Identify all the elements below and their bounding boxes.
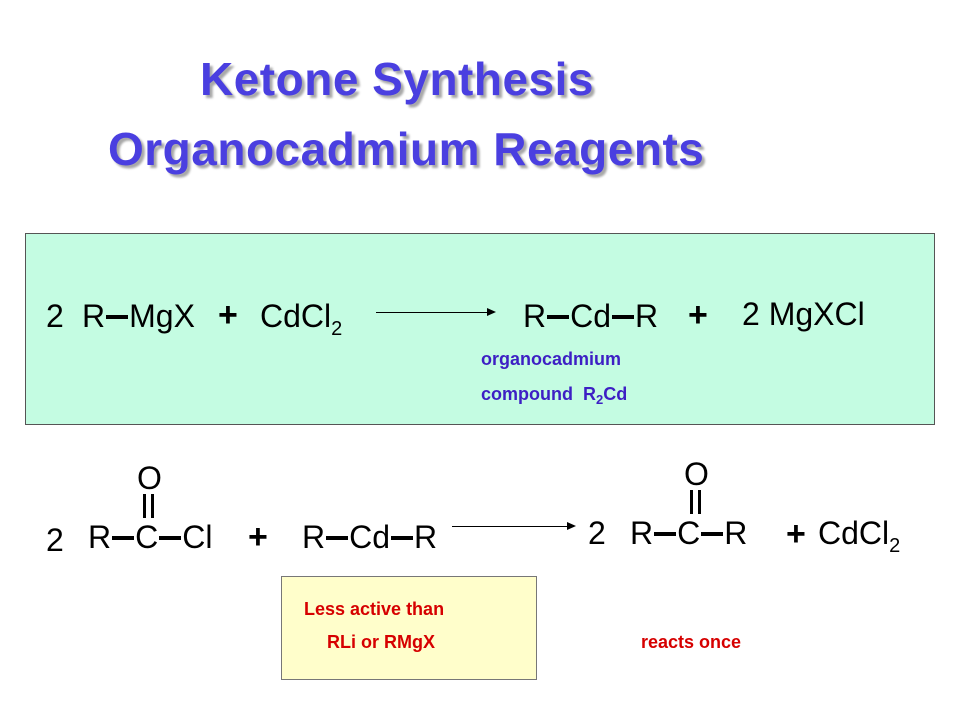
r2-ketone-double-bond-left (690, 490, 693, 514)
single-bond (106, 314, 129, 319)
r1-note-subscript: 2 (596, 392, 604, 407)
single-bond (391, 535, 414, 540)
r2-ketone-double-bond-right (698, 490, 701, 514)
single-bond (612, 314, 635, 319)
r2-ketone-oxygen: O (684, 456, 709, 492)
r2-product-coefficient: 2 (588, 515, 606, 551)
single-bond (326, 535, 349, 540)
r2-byproduct-subscript: 2 (889, 535, 901, 557)
reacts-once-label: reacts once (641, 632, 742, 652)
r2-reaction-arrow (452, 522, 576, 530)
reactivity-note-line-1: Less active than (304, 599, 445, 619)
r2-organocadmium-reagent: R Cd R (302, 521, 437, 553)
title-line-1: Ketone Synthesis (200, 53, 594, 105)
r1-coefficient: 2 (46, 298, 64, 334)
r2-byproduct-cl: Cl (858, 515, 890, 551)
r2-byproduct-cd: Cd (818, 515, 859, 551)
r1-reaction-arrow (376, 308, 496, 316)
reaction-1-box (25, 233, 935, 425)
r1-cdcl-text: CdCl (260, 298, 332, 334)
r1-product-r2cd: R Cd R (523, 300, 658, 332)
r1-note-suffix: Cd (603, 384, 628, 404)
r2-ketone-r2: R (724, 515, 748, 551)
single-bond (112, 535, 135, 540)
r1-note-prefix: compound R (481, 384, 596, 404)
r2-acyl-double-bond-left (143, 494, 146, 518)
r1-product-r1: R (523, 298, 547, 334)
single-bond (654, 531, 677, 536)
r1-grignard-r: R (82, 298, 106, 334)
r2-ketone-c: C (677, 515, 701, 551)
r1-cdcl-subscript: 2 (331, 318, 343, 340)
r1-plus-2: + (688, 296, 708, 334)
r2-reagent-cd: Cd (349, 519, 391, 555)
r1-note-line-2: compound R2Cd (481, 384, 628, 406)
r1-product-r2: R (635, 298, 659, 334)
r2-acyl-c: C (135, 519, 159, 555)
r2-acyl-oxygen: O (137, 460, 162, 496)
r1-grignard-mgx: MgX (129, 298, 195, 334)
r1-note-line-1: organocadmium (481, 349, 622, 369)
r2-ketone-r1: R (630, 515, 654, 551)
r2-cadmium-chloride: CdCl2 (818, 515, 900, 556)
reactivity-note-line-2: RLi or RMgX (327, 632, 435, 652)
r1-byproduct: 2 MgXCl (742, 296, 865, 332)
title-line-2: Organocadmium Reagents (108, 123, 705, 175)
r2-reagent-r2: R (414, 519, 438, 555)
r1-grignard: R MgX (82, 300, 195, 332)
r2-acyl-cl: Cl (182, 519, 213, 555)
r2-acyl-double-bond-right (151, 494, 154, 518)
single-bond (159, 535, 182, 540)
r2-plus-1: + (248, 518, 268, 556)
r1-product-cd: Cd (570, 298, 612, 334)
r2-acyl-r: R (88, 519, 112, 555)
r2-coefficient: 2 (46, 522, 64, 558)
r1-cadmium-chloride: CdCl2 (260, 298, 342, 339)
r1-plus-1: + (218, 296, 238, 334)
r2-reagent-r1: R (302, 519, 326, 555)
r2-plus-2: + (786, 515, 806, 553)
reactivity-note-box (281, 576, 537, 680)
single-bond (547, 314, 570, 319)
single-bond (701, 531, 724, 536)
